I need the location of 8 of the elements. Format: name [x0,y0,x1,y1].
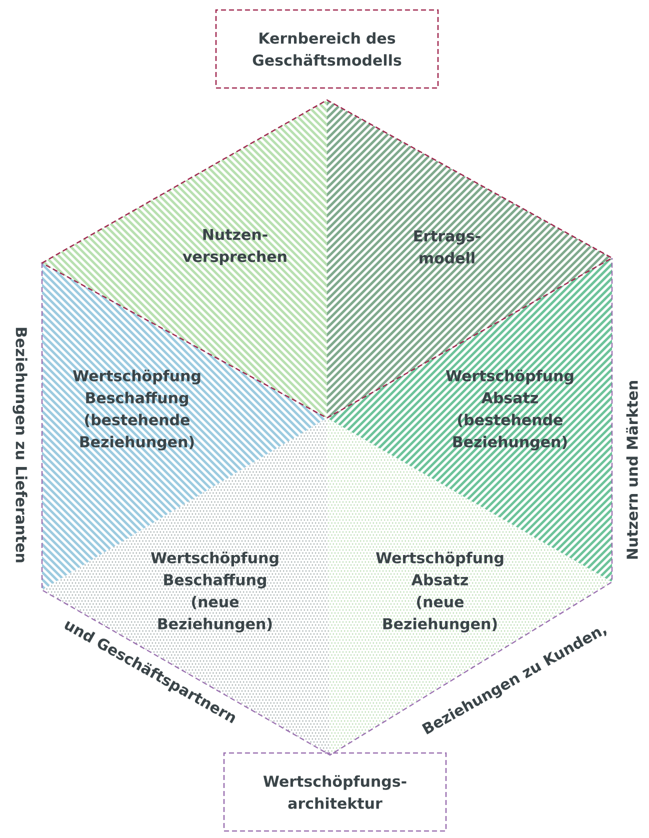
segment-label: Nutzen- versprechen [182,228,286,266]
segment-label: Wertschöpfung Beschaffung (neue Beziehungen) [150,552,278,632]
dashed-box: Wertschöpfungs- architektur [223,752,447,832]
side-label: Beziehungen zu Lieferanten [12,328,28,562]
side-label: Nutzern und Märkten [626,381,638,559]
segment-label: Wertschöpfung Beschaffung (bestehende Beziehungen) [72,370,200,450]
segment-label: Wertschöpfung Absatz (neue Beziehungen) [376,552,504,632]
dashed-box: Kernbereich des Geschäftsmodells [215,9,439,89]
